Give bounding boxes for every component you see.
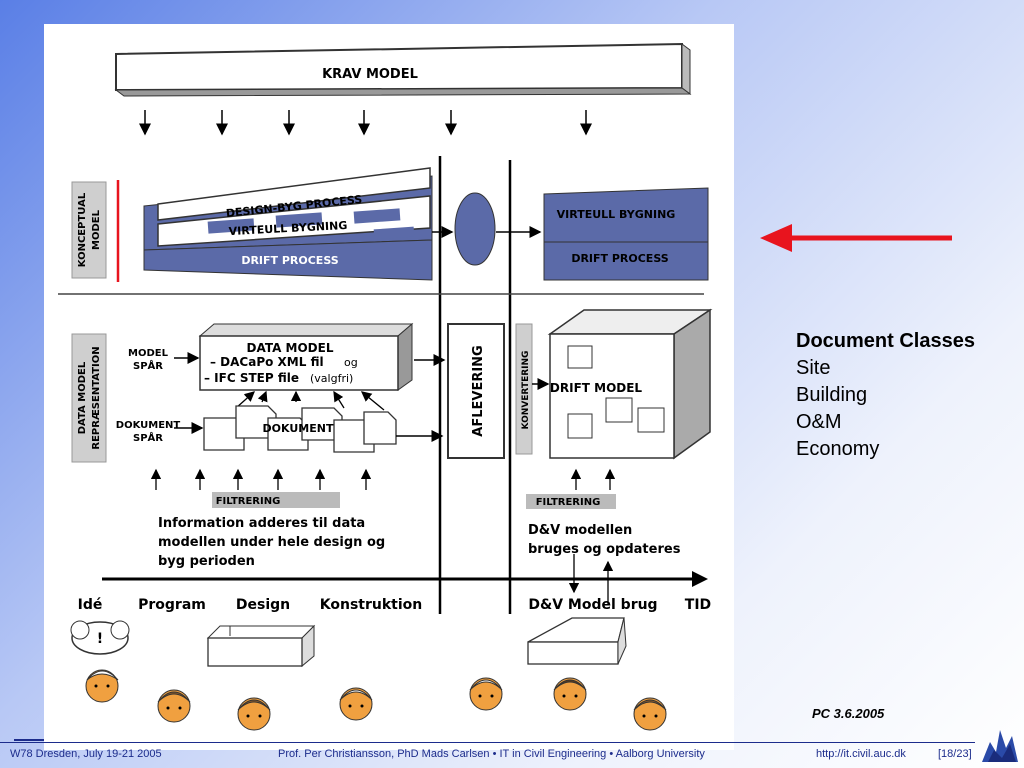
- document-stack: [203, 405, 397, 453]
- svg-text:KONCEPTUAL: KONCEPTUAL: [77, 192, 88, 267]
- person-face-icon: [553, 677, 587, 711]
- document-classes-list: Document Classes Site Building O&M Econo…: [796, 328, 1016, 463]
- drift-process-right-label: DRIFT PROCESS: [571, 252, 668, 265]
- svg-text:!: !: [97, 631, 103, 647]
- data-model-title: DATA MODEL: [247, 341, 334, 355]
- svg-text:FILTRERING: FILTRERING: [216, 496, 281, 507]
- document-class-item: Site: [796, 357, 831, 379]
- footer-rule: [0, 742, 975, 743]
- dacapo-line: – DACaPo XML fil: [210, 355, 324, 369]
- svg-text:MODEL: MODEL: [91, 209, 102, 250]
- data-model-box: DATA MODEL – DACaPo XML fil og – IFC STE…: [198, 322, 414, 391]
- footer-authors: Prof. Per Christiansson, PhD Mads Carlse…: [278, 748, 705, 760]
- document-classes-title: Document Classes: [796, 330, 975, 352]
- drift-model-cube: DRIFT MODEL: [547, 308, 713, 460]
- footer-tick: [14, 739, 44, 741]
- dacapo-og: og: [344, 356, 358, 369]
- person-face-icon: [633, 697, 667, 731]
- timeline-label-dv-model-brug: D&V Model brug: [528, 597, 657, 613]
- timeline-label-program: Program: [138, 597, 206, 613]
- konceptual-model-tag: KONCEPTUAL MODEL: [71, 181, 107, 279]
- dokument-spor-label-2: SPÅR: [133, 431, 163, 444]
- konvertering-tag: KONVERTERING: [515, 323, 533, 455]
- ifc-line: – IFC STEP file: [204, 371, 299, 385]
- info-text-line-1: Information adderes til data: [158, 516, 365, 531]
- dokument-label: DOKUMENT: [263, 422, 334, 435]
- person-face-icon: [157, 689, 191, 723]
- dv-text-line-2: bruges og opdateres: [528, 542, 681, 557]
- model-spor-label-1: MODEL: [128, 348, 169, 359]
- svg-text:FILTRERING: FILTRERING: [536, 497, 601, 508]
- diagram-panel: KRAV MODEL KONCEPTUAL MODEL: [44, 24, 734, 750]
- model-spor-label-2: SPÅR: [133, 359, 163, 372]
- dokument-spor-label-1: DOKUMENT: [116, 420, 181, 431]
- data-model-rep-tag: DATA MODEL REPRÆSENTATION: [71, 333, 107, 463]
- timeline-label-design: Design: [236, 597, 290, 613]
- process-stack-right: VIRTEULL BYGNING DRIFT PROCESS: [543, 187, 709, 281]
- drift-model-label: DRIFT MODEL: [550, 381, 643, 395]
- doc-up-arrows: [235, 390, 385, 411]
- footer-conference: W78 Dresden, July 19-21 2005: [10, 748, 162, 760]
- timeline-labels: Idé Program Design Konstruktion D&V Mode…: [78, 597, 712, 613]
- filtrering-left-tag: FILTRERING: [212, 492, 340, 508]
- house-sketch-icon: [527, 617, 627, 665]
- drift-process-left-label: DRIFT PROCESS: [241, 254, 338, 267]
- dv-text-line-1: D&V modellen: [528, 523, 632, 538]
- svg-text:DATA MODEL: DATA MODEL: [77, 361, 88, 434]
- process-stack-left: DESIGN-BYG PROCESS VIRTEULL BYGNING DRIF…: [143, 167, 433, 281]
- timeline-label-ide: Idé: [78, 597, 103, 613]
- svg-text:KONVERTERING: KONVERTERING: [521, 351, 531, 430]
- krav-model-label: KRAV MODEL: [322, 67, 418, 82]
- footer-page-number: [18/23]: [938, 748, 972, 760]
- person-face-icon: [469, 677, 503, 711]
- date-label: PC 3.6.2005: [812, 706, 885, 721]
- document-class-item: Building: [796, 384, 868, 406]
- document-class-item: Economy: [796, 438, 880, 460]
- timeline-label-konstruktion: Konstruktion: [320, 597, 422, 613]
- design-sketch-icon: [206, 624, 316, 668]
- ifc-valgfri: (valgfri): [310, 372, 353, 385]
- filtrering-right-tag: FILTRERING: [526, 494, 616, 509]
- svg-text:REPRÆSENTATION: REPRÆSENTATION: [91, 346, 102, 449]
- person-face-icon: [237, 697, 271, 731]
- process-diagram: KRAV MODEL KONCEPTUAL MODEL: [58, 42, 713, 731]
- thought-bubble-icon: !: [70, 620, 130, 655]
- footer-url[interactable]: http://it.civil.auc.dk: [816, 748, 906, 760]
- person-face-icon: [339, 687, 373, 721]
- university-logo-icon: [982, 730, 1018, 762]
- krav-model-bar: KRAV MODEL: [114, 42, 692, 97]
- aflevering-label: AFLEVERING: [471, 345, 486, 436]
- info-text-line-3: byg perioden: [158, 554, 255, 569]
- info-text-line-2: modellen under hele design og: [158, 535, 385, 550]
- red-pointer-arrow-icon: [760, 224, 952, 252]
- timeline-label-tid: TID: [685, 597, 711, 613]
- aflevering-box: AFLEVERING: [447, 323, 505, 459]
- handover-ellipse: [454, 192, 496, 266]
- virteull-bygning-right-label: VIRTEULL BYGNING: [557, 208, 676, 221]
- person-face-icon: [85, 669, 119, 703]
- filter-up-arrows: [150, 468, 616, 490]
- virteull-bygning-left-label: VIRTEULL BYGNING: [228, 219, 347, 238]
- krav-down-arrows: [139, 110, 592, 136]
- document-class-item: O&M: [796, 411, 842, 433]
